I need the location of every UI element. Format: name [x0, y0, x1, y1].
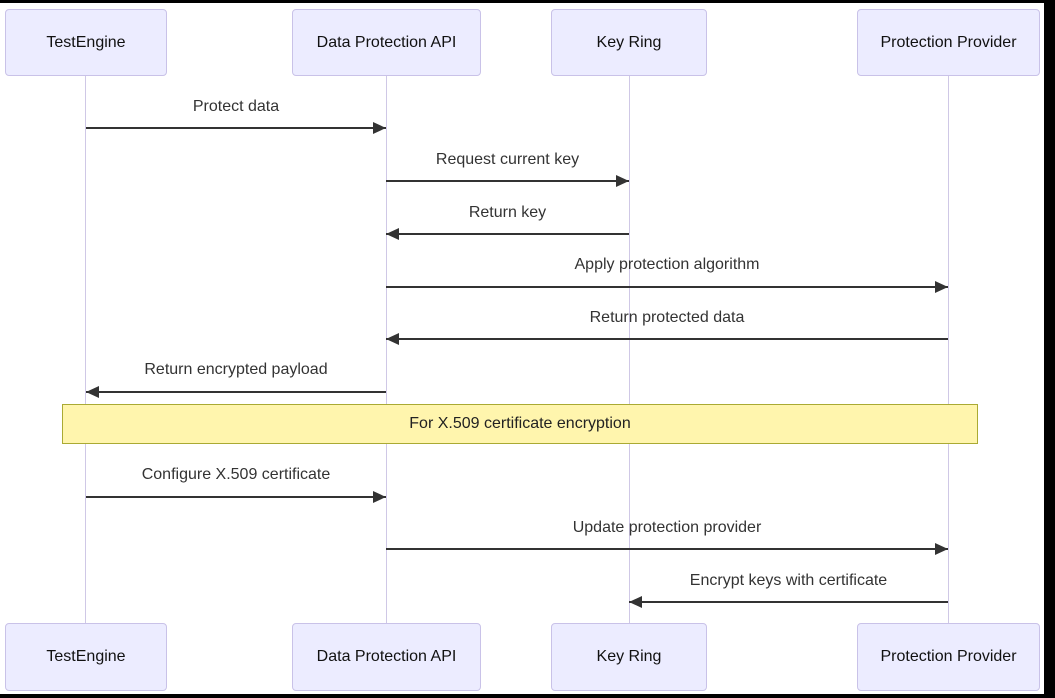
- actor-label: Data Protection API: [316, 33, 457, 51]
- actor-label: Protection Provider: [880, 648, 1017, 665]
- message-line: [386, 548, 948, 550]
- actor-bottom-protection-provider: Protection Provider: [857, 623, 1040, 691]
- message-label-protect-data: Protect data: [192, 98, 280, 115]
- actor-label: Key Ring: [596, 648, 662, 665]
- message-label-apply-protection-algorithm: Apply protection algorithm: [574, 256, 760, 273]
- message-line: [86, 496, 386, 498]
- actor-label: Key Ring: [596, 33, 662, 51]
- message-label-return-key: Return key: [468, 204, 547, 221]
- message-line: [386, 233, 629, 235]
- actor-label: Data Protection API: [316, 648, 457, 665]
- actor-label: TestEngine: [46, 648, 126, 665]
- message-line: [629, 601, 948, 603]
- arrowhead-right-icon: [373, 122, 386, 134]
- lifeline-data-protection-api: [386, 76, 387, 623]
- message-label-encrypt-keys-with-certificate: Encrypt keys with certificate: [689, 572, 888, 589]
- actor-bottom-testengine: TestEngine: [5, 623, 167, 691]
- message-label-configure-x509-certificate: Configure X.509 certificate: [141, 466, 331, 483]
- arrowhead-right-icon: [616, 175, 629, 187]
- arrowhead-left-icon: [629, 596, 642, 608]
- arrowhead-left-icon: [386, 228, 399, 240]
- actor-bottom-data-protection-api: Data Protection API: [292, 623, 481, 691]
- message-label-request-current-key: Request current key: [435, 151, 580, 168]
- message-line: [386, 338, 948, 340]
- actor-top-data-protection-api: Data Protection API: [292, 9, 481, 76]
- message-label-return-encrypted-payload: Return encrypted payload: [144, 361, 328, 378]
- message-line: [86, 127, 386, 129]
- message-label-return-protected-data: Return protected data: [589, 309, 745, 326]
- arrowhead-right-icon: [935, 543, 948, 555]
- actor-top-key-ring: Key Ring: [551, 9, 707, 76]
- actor-label: TestEngine: [46, 33, 126, 51]
- arrowhead-left-icon: [86, 386, 99, 398]
- note-x509-certificate-encryption: For X.509 certificate encryption: [62, 404, 978, 444]
- actor-label: Protection Provider: [880, 33, 1017, 51]
- actor-bottom-key-ring: Key Ring: [551, 623, 707, 691]
- frame-top-edge: [0, 0, 1055, 3]
- arrowhead-right-icon: [373, 491, 386, 503]
- note-label: For X.509 certificate encryption: [409, 415, 631, 432]
- lifeline-testengine: [85, 76, 86, 623]
- message-line: [86, 391, 386, 393]
- actor-top-testengine: TestEngine: [5, 9, 167, 76]
- message-line: [386, 286, 948, 288]
- actor-top-protection-provider: Protection Provider: [857, 9, 1040, 76]
- message-line: [386, 180, 629, 182]
- frame-bottom-edge: [0, 694, 1055, 698]
- lifeline-key-ring: [629, 76, 630, 623]
- arrowhead-right-icon: [935, 281, 948, 293]
- message-label-update-protection-provider: Update protection provider: [572, 519, 762, 536]
- lifeline-protection-provider: [948, 76, 949, 623]
- arrowhead-left-icon: [386, 333, 399, 345]
- frame-right-edge: [1044, 0, 1055, 698]
